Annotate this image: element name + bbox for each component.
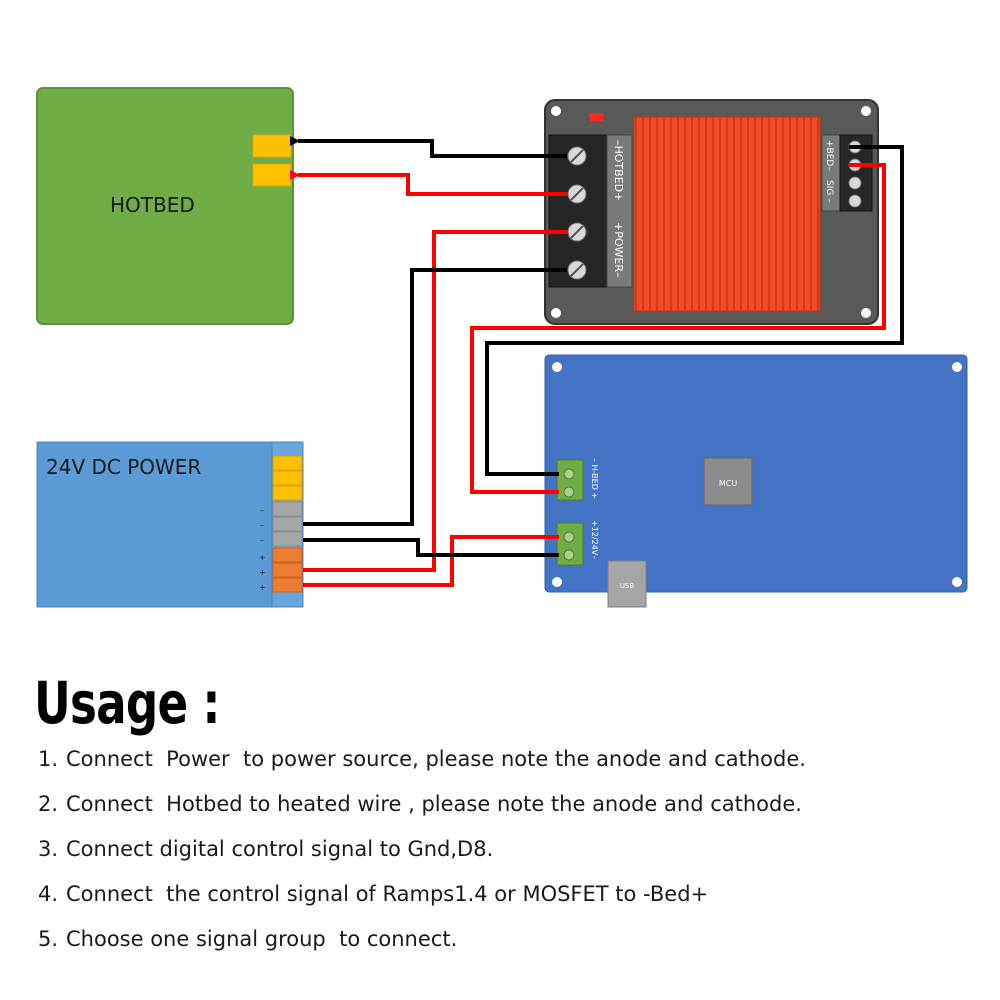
usage-steps: 1. Connect Power to power source, please … [38, 740, 806, 965]
heatsink [633, 116, 821, 312]
wiring-diagram: HOTBED 24V DC POWER – – – + + + [36, 87, 968, 608]
wire-hotbed-negative [290, 136, 567, 158]
step-text: Connect Hotbed to heated wire , please n… [66, 792, 802, 816]
psu-terminal-gray-1 [272, 501, 303, 517]
volt-label-right: +12/24V– [590, 520, 599, 559]
hotbed-board: HOTBED [36, 87, 294, 325]
hotbed-label: HOTBED [110, 193, 195, 217]
usb-label: USB [620, 582, 635, 590]
psu-terminal-orange-1 [272, 547, 303, 563]
usage-step: 5. Choose one signal group to connect. [38, 920, 806, 965]
wire-board-power-negative [303, 538, 559, 557]
wire-hotbed-positive [290, 170, 567, 196]
psu-minus-mark-1: – [260, 506, 264, 515]
psu-minus-mark-3: – [260, 536, 264, 545]
wire-board-power-positive [303, 535, 559, 587]
psu-terminal-gray-2 [272, 516, 303, 532]
mosfet-hotbed-label: –HOTBED+ [612, 140, 625, 201]
usage-step: 4. Connect the control signal of Ramps1.4… [38, 875, 806, 920]
psu-plus-mark-1: + [259, 553, 266, 562]
step-text: Choose one signal group to connect. [66, 927, 458, 951]
wire-power-negative [303, 268, 567, 526]
screw-terminal-3 [567, 222, 587, 242]
psu-plus-mark-3: + [259, 583, 266, 592]
psu-terminal-yellow-3 [272, 485, 303, 501]
psu-minus-mark-2: – [260, 521, 264, 530]
volt-connector [556, 522, 584, 566]
wire-power-positive [303, 230, 567, 572]
step-text: Connect the control signal of Ramps1.4 o… [66, 882, 709, 906]
power-label: 24V DC POWER [46, 455, 201, 479]
usage-step: 2. Connect Hotbed to heated wire , please… [38, 785, 806, 830]
step-number: 3. [38, 837, 59, 861]
hotbed-terminal-2 [252, 163, 292, 187]
mosfet-signal-label: SIG – [824, 180, 834, 203]
psu-plus-mark-2: + [259, 568, 266, 577]
controller-board: MCU USB – H-BED + – H-BED + +12/24V– +12… [531, 354, 968, 608]
volt-label-left: +12/24V– [531, 520, 540, 559]
wire-bed-signal-negative [485, 145, 904, 476]
hotbed-terminal-1 [252, 134, 292, 158]
psu-terminal-orange-2 [272, 562, 303, 578]
wire-bed-signal-positive [470, 163, 886, 494]
usage-step: 3. Connect digital control signal to Gnd,… [38, 830, 806, 875]
step-number: 2. [38, 792, 59, 816]
psu-terminal-gray-3 [272, 531, 303, 547]
usb-port [607, 560, 647, 608]
step-number: 5. [38, 927, 59, 951]
hbed-label-left: – H-BED + [531, 458, 540, 499]
power-supply: 24V DC POWER – – – + + + [36, 441, 304, 608]
psu-terminal-yellow-1 [272, 455, 303, 471]
usage-heading: Usage : [34, 669, 220, 737]
step-number: 1. [38, 747, 59, 771]
psu-terminal-yellow-2 [272, 470, 303, 486]
usage-step: 1. Connect Power to power source, please … [38, 740, 806, 785]
screw-terminal-4 [567, 260, 587, 280]
screw-terminal-2 [567, 184, 587, 204]
signal-screw-4 [848, 194, 862, 208]
wires [290, 136, 904, 587]
mosfet-power-label: +POWER– [612, 222, 625, 277]
mcu-label: MCU [719, 479, 737, 488]
psu-terminal-orange-3 [272, 577, 303, 593]
mosfet-module: –HOTBED+ +POWER– +BED– SIG – [544, 99, 879, 325]
hbed-label-right: – H-BED + [590, 458, 599, 499]
step-number: 4. [38, 882, 59, 906]
status-led [590, 113, 603, 121]
screw-terminal-1 [567, 146, 587, 166]
mcu-chip [703, 457, 753, 506]
step-text: Connect Power to power source, please no… [66, 747, 806, 771]
signal-screw-3 [848, 176, 862, 190]
mosfet-bed-label: +BED– [824, 140, 834, 171]
step-text: Connect digital control signal to Gnd,D8… [66, 837, 494, 861]
